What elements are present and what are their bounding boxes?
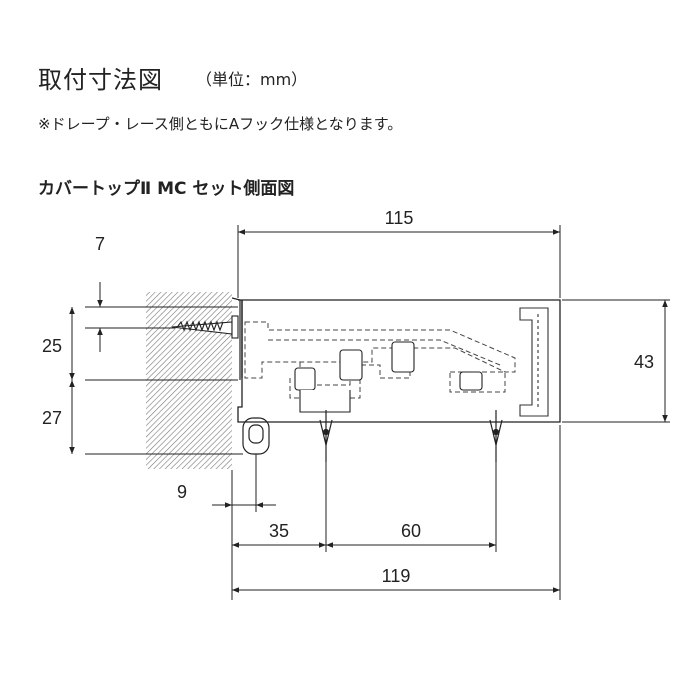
page-title: 取付寸法図	[38, 66, 163, 94]
dim-label-hook-first: 35	[269, 521, 289, 541]
hook-2	[489, 410, 503, 462]
drawing-subtitle: カバートップⅡ MC セット側面図	[38, 179, 295, 199]
hook-note: ※ドレープ・レース側ともにAフック仕様となります。	[38, 115, 403, 133]
dim-label-height: 43	[634, 352, 654, 372]
rail-body	[237, 299, 561, 423]
end-cap	[519, 307, 549, 417]
screw	[171, 315, 239, 339]
dim-label-top-width: 115	[385, 208, 414, 228]
dim-label-screw-offset: 7	[95, 234, 105, 254]
dim-label-hook-pitch: 60	[401, 521, 421, 541]
dim-label-upper-height: 25	[42, 336, 62, 356]
dim-label-bottom-width: 119	[382, 566, 411, 586]
dim-label-lower-height: 27	[42, 408, 62, 428]
hook-1	[319, 410, 333, 462]
rail-inner-profile	[244, 321, 516, 399]
dim-label-wall-gap: 9	[177, 482, 187, 502]
runner-group	[294, 341, 483, 413]
unit-label: （単位：mm）	[196, 70, 308, 89]
